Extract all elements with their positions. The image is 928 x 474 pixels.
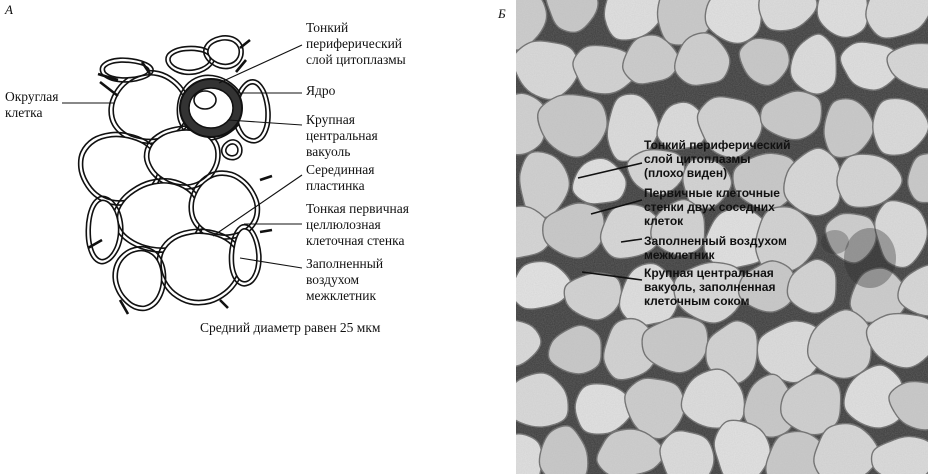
cell-network — [77, 35, 273, 315]
wall-strand — [87, 238, 103, 250]
panel-a-letter: А — [4, 2, 13, 17]
micrograph — [421, 0, 928, 474]
cell-inner-wall — [116, 249, 163, 308]
cell-inner-wall — [224, 143, 239, 157]
panel-b-labels: Тонкий периферический слой цитоплазмы (п… — [644, 138, 794, 308]
micrograph-cell — [458, 37, 515, 100]
cell-inner-wall — [160, 232, 241, 302]
micrograph-cell — [433, 0, 495, 46]
micrograph-cell — [423, 97, 487, 157]
scale-caption: Средний диаметр равен 25 мкм — [200, 320, 381, 335]
cell-inner-wall — [169, 49, 212, 72]
cell-inner-wall — [112, 74, 188, 141]
label-round-cell: Округлая клетка — [5, 89, 62, 120]
panel-b-leaders — [577, 162, 643, 281]
wall-strand — [219, 299, 229, 309]
cell-outer-wall — [99, 57, 154, 83]
cell-inner-wall — [103, 61, 150, 79]
cell-outer-wall — [165, 45, 216, 76]
nucleus-cell — [179, 78, 243, 138]
cell-inner-wall — [206, 39, 241, 66]
micrograph-cell — [427, 430, 495, 474]
panel-a-leaders — [62, 44, 303, 269]
micrograph-cell — [454, 261, 515, 317]
panel-a-labels: Округлая клетка Тонкий периферический сл… — [5, 20, 412, 335]
panel-a: А Округлая клетка — [4, 2, 412, 335]
label-central-vacuole: Крупная центральная вакуоль — [306, 112, 381, 159]
label-air-space: Заполненный воздухом межклетник — [306, 256, 386, 303]
wall-strand — [97, 72, 119, 82]
label-nucleus: Ядро — [306, 83, 336, 98]
label-b-vacuole: Крупная центральная вакуоль, заполненная… — [644, 266, 779, 308]
cells — [77, 35, 273, 315]
wall-strand — [118, 299, 130, 315]
wall-strand — [259, 228, 273, 234]
micrograph-cell — [421, 321, 487, 376]
cell-inner-wall — [89, 199, 120, 261]
cell-outer-wall — [220, 139, 243, 161]
nucleus-shape — [193, 90, 217, 110]
cell-outer-wall — [85, 195, 124, 265]
panel-b: Б Тонкий периферический слой цитоплазмы … — [421, 0, 928, 474]
micrograph-cell — [457, 375, 510, 438]
label-b-thin-cytoplasm: Тонкий периферический слой цитоплазмы (п… — [644, 138, 794, 180]
wall-strand — [235, 59, 247, 73]
cell-outer-wall — [228, 223, 262, 287]
cell-inner-wall — [232, 228, 258, 283]
cell-outer-wall — [112, 245, 167, 312]
label-b-primary-walls: Первичные клеточные стенки двух соседних… — [644, 186, 783, 228]
wall-strand — [259, 174, 273, 182]
wall-strand — [239, 38, 251, 50]
panel-b-letter: Б — [497, 6, 506, 21]
cell-inner-wall — [192, 174, 257, 236]
label-middle-lamella: Серединная пластинка — [306, 162, 378, 193]
cell-outer-wall — [176, 74, 246, 142]
cell-outer-wall — [202, 35, 244, 70]
label-thin-cytoplasm: Тонкий периферический слой цитоплазмы — [306, 20, 406, 67]
micrograph-cell — [461, 147, 510, 196]
label-b-air-space: Заполненный воздухом межклетник — [644, 234, 790, 262]
micrograph-cell — [430, 206, 495, 264]
wall-strand — [140, 61, 152, 75]
label-primary-wall: Тонкая первичная целлюлозная клеточная с… — [306, 201, 412, 248]
wall-strand — [99, 80, 119, 98]
